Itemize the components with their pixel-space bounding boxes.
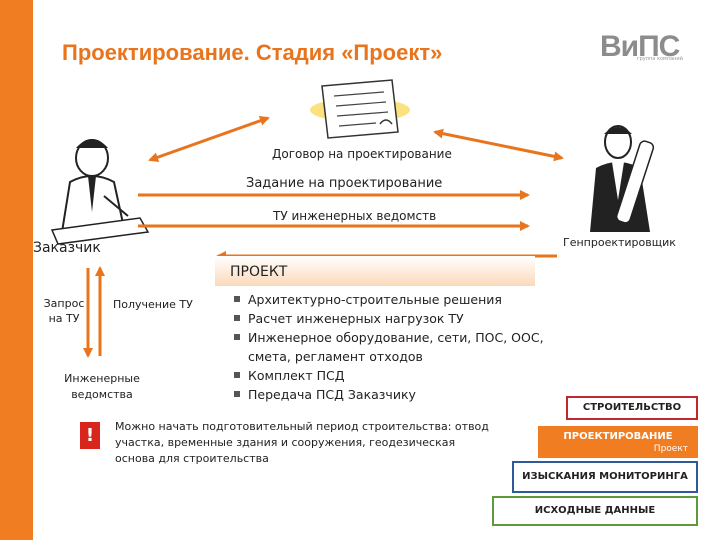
project-items-list: Архитектурно-строительные решения Расчет… <box>232 290 548 404</box>
customer-label: Заказчик <box>33 240 101 256</box>
receive-tu-label: Получение ТУ <box>113 298 193 311</box>
project-heading: ПРОЕКТ <box>230 264 288 280</box>
project-item: Комплект ПСД <box>232 366 548 385</box>
warning-icon: ! <box>80 422 100 449</box>
preparatory-note: Можно начать подготовительный период стр… <box>115 420 489 465</box>
request-tu-label: Запрос на ТУ <box>43 297 85 325</box>
stage-design-sublabel: Проект <box>653 444 688 454</box>
stage-construction: СТРОИТЕЛЬСТВО <box>566 396 698 420</box>
contract-designer-arrow <box>433 128 564 162</box>
project-item: Инженерное оборудование, сети, ПОС, ООС,… <box>232 328 548 366</box>
project-header-band <box>215 256 535 286</box>
contract-label: Договор на проектирование <box>272 147 452 161</box>
accent-side-bar <box>0 0 33 540</box>
contract-customer-arrow <box>148 115 270 163</box>
slide-title: Проектирование. Стадия «Проект» <box>62 40 443 65</box>
company-logo-caption: группа компаний <box>637 56 683 62</box>
project-item: Архитектурно-строительные решения <box>232 290 548 309</box>
designer-figure-icon <box>590 125 655 232</box>
project-item: Передача ПСД Заказчику <box>232 385 548 404</box>
stage-survey: ИЗЫСКАНИЯ МОНИТОРИНГА <box>512 461 698 493</box>
stage-design: ПРОЕКТИРОВАНИЕ Проект <box>538 426 698 458</box>
task-label: Задание на проектирование <box>246 176 443 191</box>
contract-document-icon <box>310 79 410 139</box>
customer-figure-icon <box>50 139 150 245</box>
project-item: Расчет инженерных нагрузок ТУ <box>232 309 548 328</box>
tu-label: ТУ инженерных ведомств <box>273 209 437 223</box>
designer-label: Генпроектировщик <box>563 236 676 249</box>
company-logo: ВиПС <box>600 30 680 63</box>
stage-design-label: ПРОЕКТИРОВАНИЕ <box>563 431 673 442</box>
engineering-agencies-label: Инженерные ведомства <box>64 372 140 401</box>
stage-source-data: ИСХОДНЫЕ ДАННЫЕ <box>492 496 698 526</box>
